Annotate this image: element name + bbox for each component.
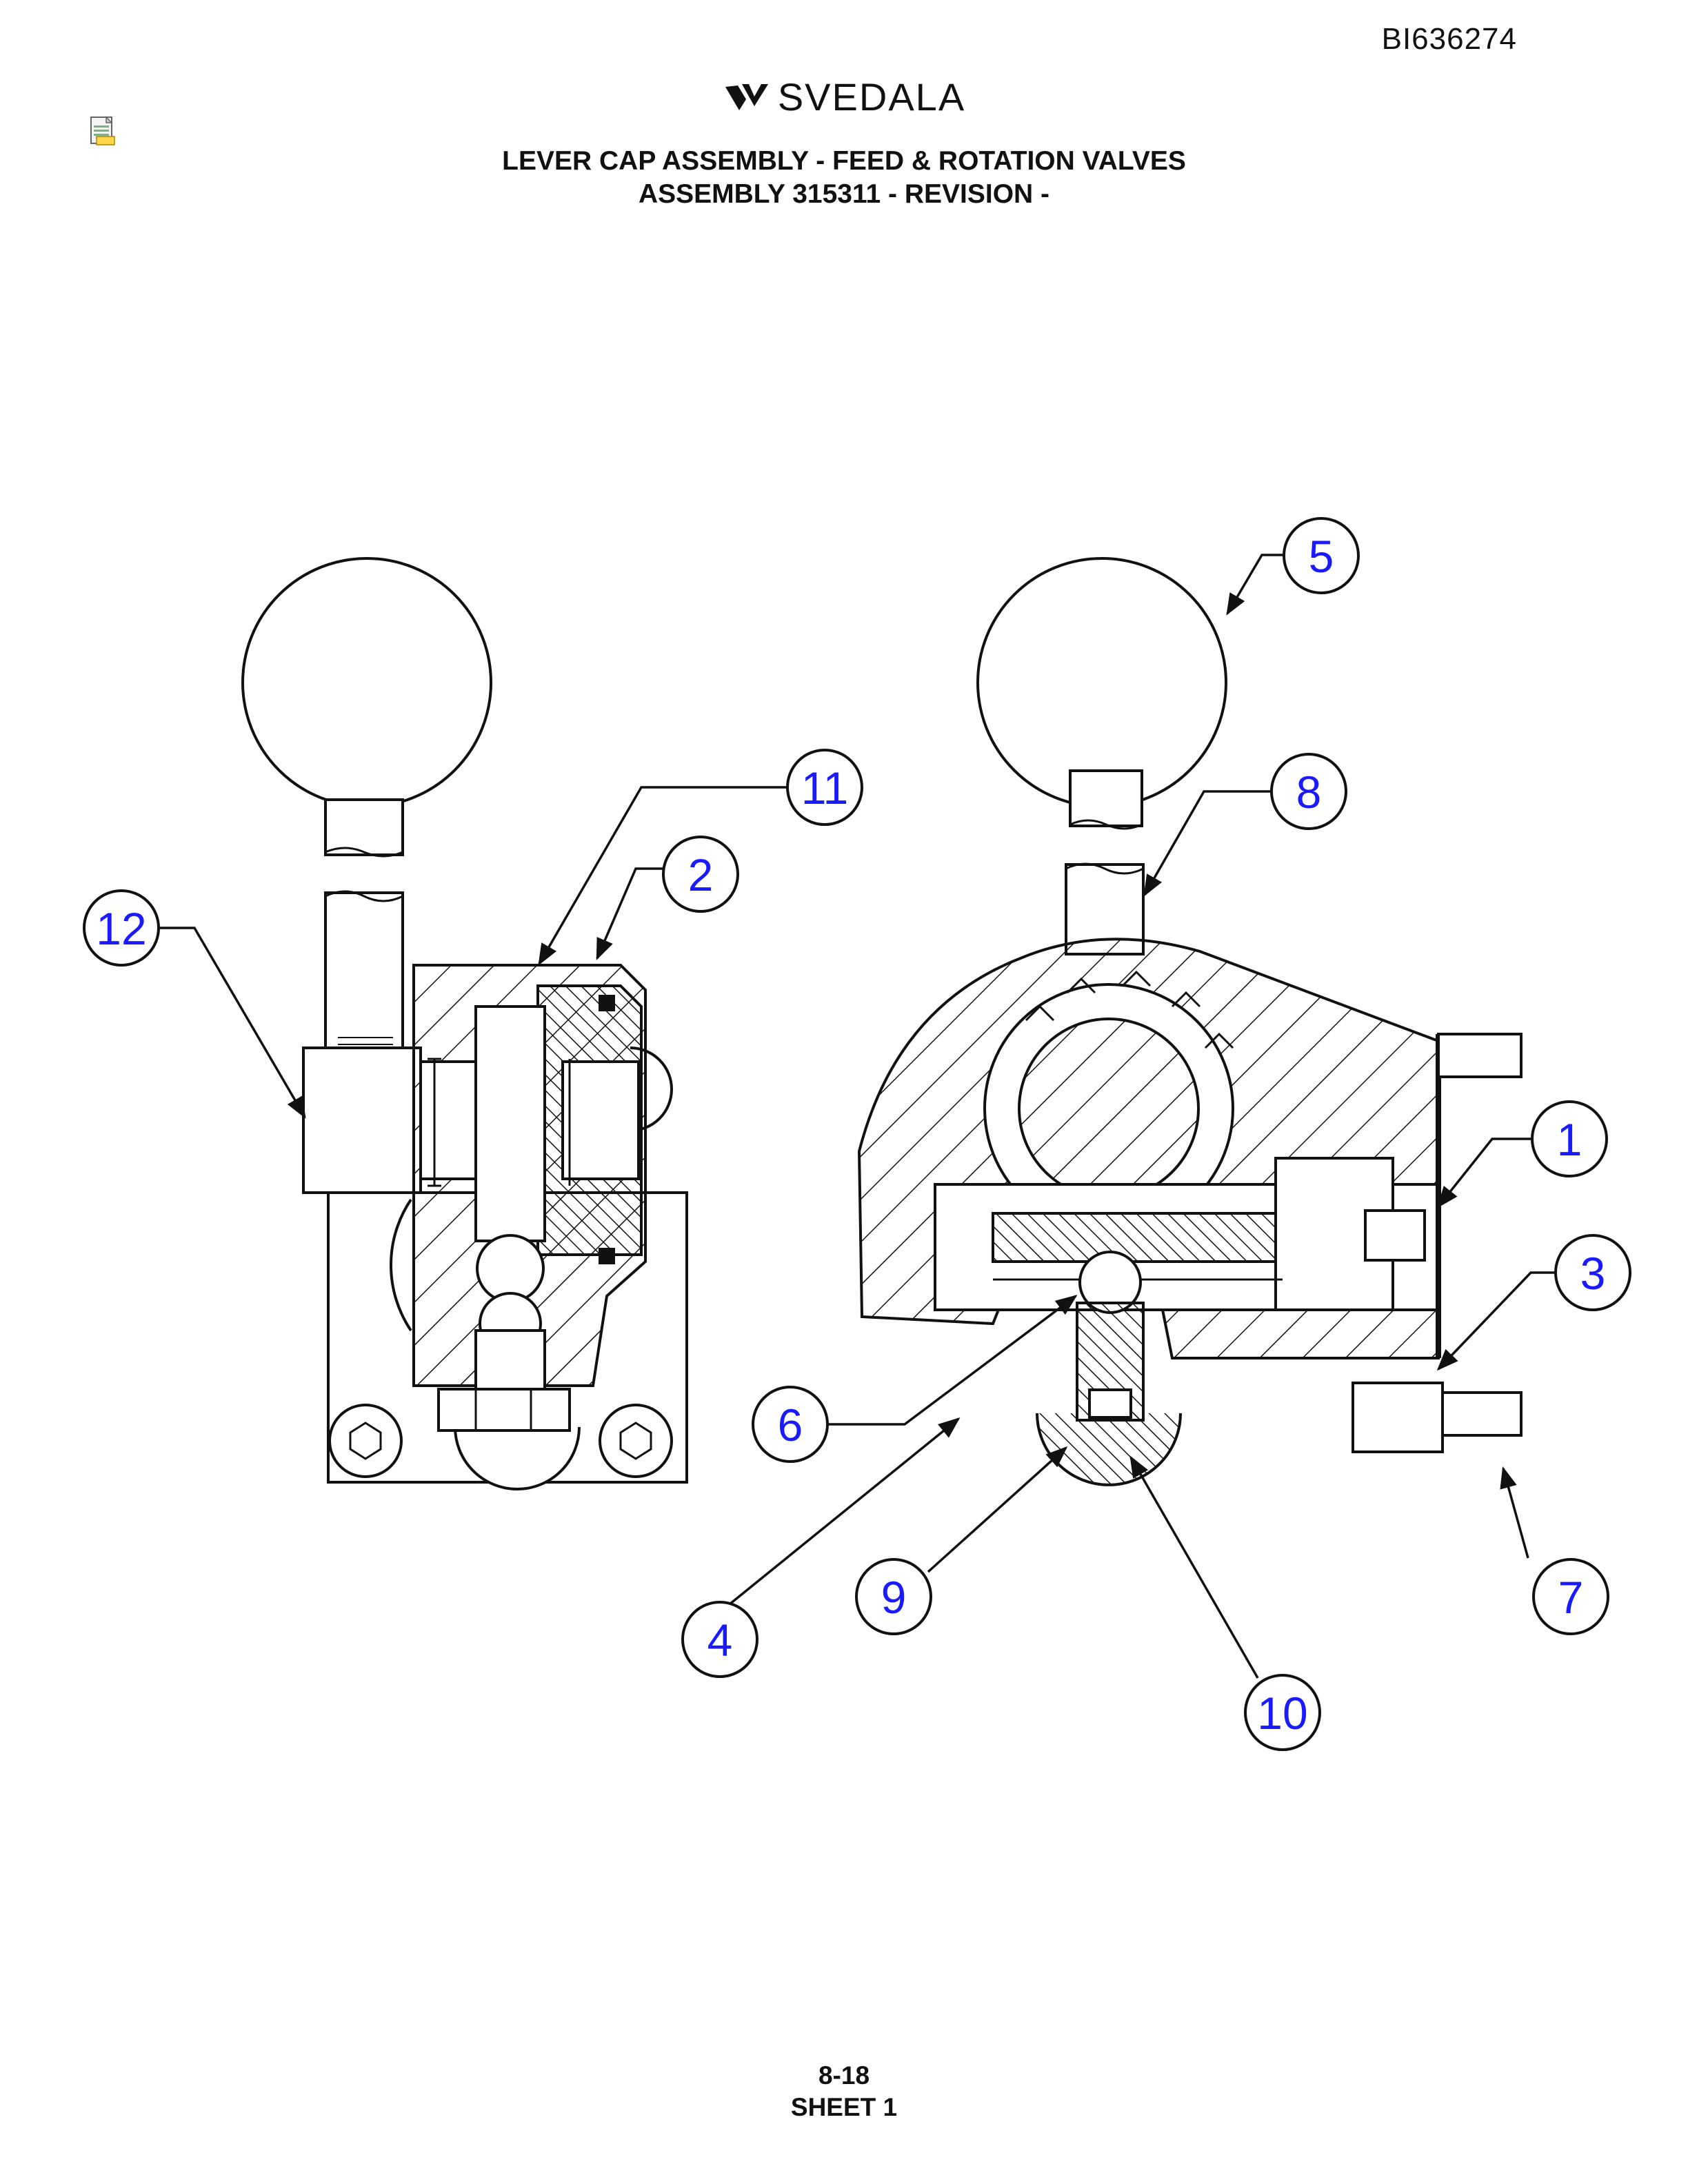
left-view [241, 557, 688, 1490]
acorn-nut [1036, 1413, 1182, 1486]
svg-text:2: 2 [688, 849, 714, 900]
balloons: 5 8 11 2 12 1 3 6 [83, 517, 1631, 1751]
knob-stem-left [324, 798, 404, 856]
balloon-12: 12 [83, 889, 160, 967]
bolt-head-left-1 [328, 1404, 403, 1478]
bolt-head-left-2 [599, 1404, 673, 1478]
drawing-title: LEVER CAP ASSEMBLY - FEED & ROTATION VAL… [0, 145, 1688, 211]
lever-collar-left [302, 1046, 422, 1194]
document-id: BI636274 [1381, 22, 1517, 56]
lever-knob-left [241, 557, 492, 808]
stud-upper [1437, 1033, 1523, 1078]
balloon-4: 4 [681, 1601, 758, 1678]
balloon-8: 8 [1270, 753, 1347, 830]
balloon-7: 7 [1532, 1558, 1609, 1635]
svg-text:12: 12 [96, 903, 146, 954]
balloon-9: 9 [855, 1558, 932, 1635]
svg-text:8: 8 [1296, 767, 1322, 818]
svg-text:7: 7 [1558, 1572, 1584, 1623]
balloon-11: 11 [786, 749, 863, 826]
document-icon[interactable] [90, 116, 117, 148]
knob-stem-right [1069, 769, 1143, 827]
svg-text:10: 10 [1257, 1688, 1307, 1739]
sheet-number: SHEET 1 [790, 2093, 898, 2121]
svg-text:9: 9 [881, 1572, 907, 1623]
brand-logo: SVEDALA [0, 74, 1688, 119]
page-footer: 8-18 SHEET 1 [0, 2060, 1688, 2123]
title-line-2: ASSEMBLY 315311 - REVISION - [638, 179, 1050, 209]
rack-gear [992, 1212, 1277, 1263]
balloon-10: 10 [1244, 1674, 1321, 1751]
svg-text:11: 11 [801, 762, 849, 813]
balloon-2: 2 [662, 836, 739, 913]
bolt-side [1352, 1382, 1444, 1453]
svg-text:1: 1 [1557, 1114, 1582, 1165]
detent-plug [1364, 1209, 1426, 1262]
leader-lines [153, 554, 1560, 1679]
brand-name: SVEDALA [777, 75, 966, 119]
balloon-1: 1 [1531, 1100, 1608, 1177]
svg-text:6: 6 [778, 1399, 803, 1450]
balloon-5: 5 [1283, 517, 1360, 594]
balloon-6: 6 [752, 1386, 829, 1463]
svg-text:4: 4 [707, 1615, 733, 1666]
title-line-1: LEVER CAP ASSEMBLY - FEED & ROTATION VAL… [502, 146, 1186, 176]
svedala-logo-icon [725, 83, 768, 110]
right-view [857, 557, 1523, 1486]
svg-text:5: 5 [1309, 531, 1334, 582]
locknut-left [437, 1388, 571, 1432]
page-number: 8-18 [818, 2061, 870, 2090]
svg-text:3: 3 [1580, 1248, 1606, 1299]
balloon-3: 3 [1554, 1234, 1631, 1311]
spool-left [474, 1005, 546, 1242]
stud-lower [1437, 1391, 1523, 1437]
